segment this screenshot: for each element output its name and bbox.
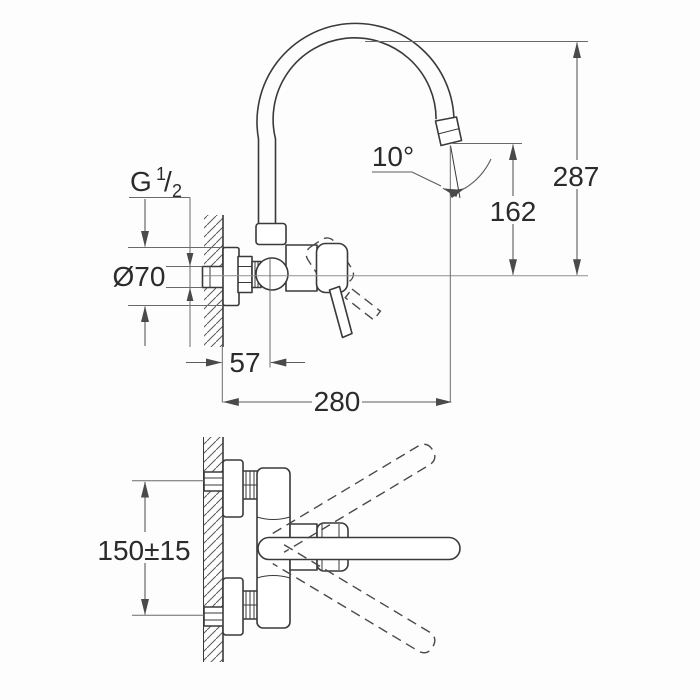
angle-arc [442, 187, 465, 199]
dim-spout-reach: 280 [222, 386, 452, 417]
dim-outlet-height: 162 [487, 144, 539, 276]
thread-arrow-down [186, 253, 194, 267]
spout-outlet [434, 116, 463, 147]
spout-collar [255, 222, 287, 246]
wall-flange [222, 246, 240, 307]
dim-flange-diameter: Ø70 [113, 199, 223, 346]
flange-diameter-label: Ø70 [113, 261, 166, 292]
dim-wall-to-spout-axis: 57 [186, 347, 305, 378]
dim-total-height: 287 [551, 42, 602, 276]
dim150-label: 150±15 [97, 535, 190, 566]
angle-label: 10° [372, 141, 414, 172]
angle-leader-line [372, 171, 442, 187]
wall-section-plan [203, 437, 224, 662]
dim150-label-bg [98, 532, 191, 563]
adapter-top-threads [242, 471, 258, 499]
dim280-label: 280 [314, 386, 361, 417]
aerator-joint-line [437, 128, 460, 135]
spout-inner-edge [272, 37, 437, 224]
supply-bolt-top-facets [204, 477, 224, 486]
dim-connection-distance: 150±15 [97, 480, 204, 616]
angle-arc-tail [464, 158, 492, 189]
dim57-label: 57 [229, 347, 260, 378]
ball-joint [255, 257, 289, 291]
dim-outlet-angle: 10° [372, 141, 492, 199]
thread-leader-lines [129, 197, 203, 347]
dim162-label-bg [487, 196, 539, 224]
lever-cap [315, 242, 349, 294]
lever-handle-alt-position-dashed [344, 288, 382, 321]
supply-bolt-top [203, 471, 225, 492]
adapter-bottom-threads [242, 591, 258, 619]
supply-connection-bottom [203, 590, 259, 627]
spout-swing-down-dashed [272, 544, 436, 654]
spout-outer-edge [256, 22, 455, 224]
wall-hatching-plan [204, 437, 223, 662]
mixer-body-side [285, 244, 318, 292]
mounting-flange-bottom [222, 577, 244, 636]
supply-nipple [201, 265, 226, 289]
body-section-curves [256, 516, 291, 579]
dim287-label: 287 [553, 161, 600, 192]
supply-bolt-bottom [203, 606, 225, 627]
plan-view: 150±15 [97, 437, 461, 662]
thread-arrow-up [186, 287, 194, 301]
nipple-body [201, 265, 226, 289]
dim162-label: 162 [490, 196, 537, 227]
dim280-label-bg [312, 387, 362, 414]
spout-swing-up-dashed [272, 443, 436, 553]
supply-bolt-bottom-facets [204, 612, 224, 621]
nut-facet-lines [238, 266, 252, 283]
flange-extension-lines [128, 247, 223, 306]
spout-tube [256, 22, 455, 224]
dim150-extension-lines [132, 480, 204, 616]
mounting-flange-top [222, 459, 244, 518]
supply-connection-top [203, 470, 259, 500]
spout-plan-solid [257, 536, 461, 561]
dim287-label-bg [551, 160, 602, 189]
nut-body [237, 255, 253, 294]
lever-handle [328, 285, 353, 339]
